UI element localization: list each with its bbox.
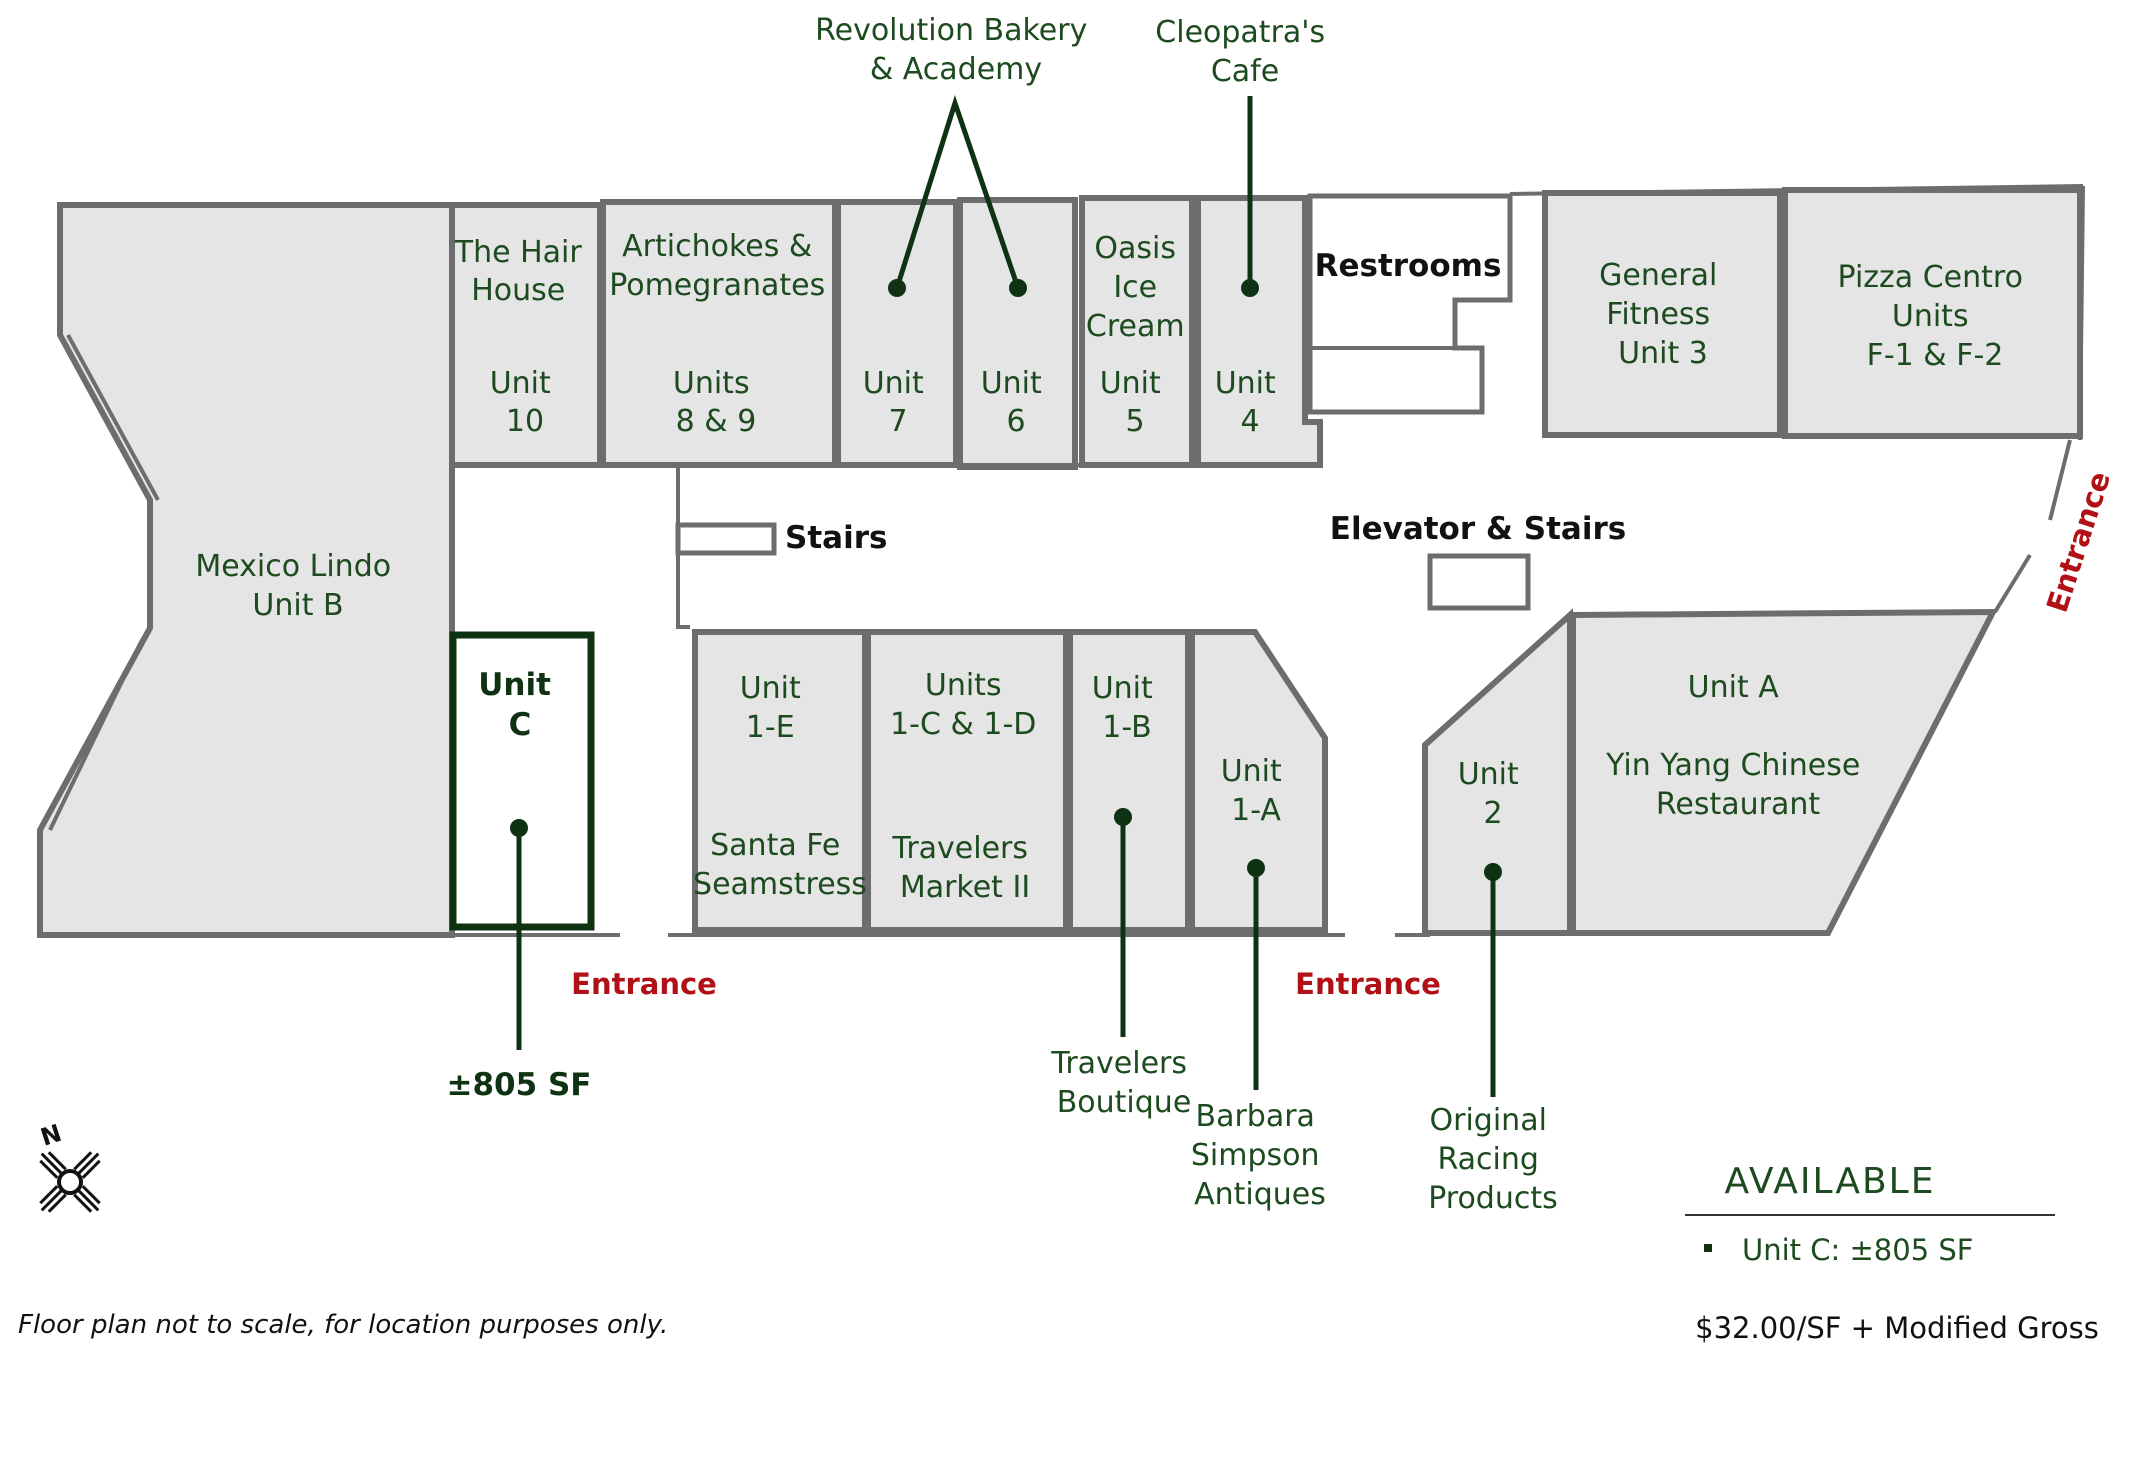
east-door-upper [2048,439,2072,521]
unit-1-b[interactable] [1067,629,1191,933]
unit-1-a[interactable] [1189,629,1328,933]
mexico-lindo-window-lower [48,639,144,831]
entrance-label-east: Entrance [2040,467,2117,616]
legend-item-unit-c: Unit C: ±805 SF [1742,1233,1973,1267]
entrance-label-south: Entrance [1295,967,1441,1001]
unit-4-label: Unit 4 [1215,366,1286,439]
unit-1-b-label: Unit 1-B [1092,671,1163,745]
unit-1-c-1-d-label: Units 1-C & 1-D Travelers Market II [890,668,1046,905]
revolution-bakery-callout: Revolution Bakery & Academy [815,13,1097,87]
original-racing-callout: Original Racing Products [1428,1103,1558,1216]
unit-a-label: Unit A Yin Yang Chinese Restaurant [1605,670,1870,822]
stairs-label: Stairs [785,520,887,556]
unit-c-size-callout: ±805 SF [447,1067,592,1103]
unit-c-label: Unit C [478,667,561,743]
unit-a-yin-yang[interactable] [1570,608,1998,936]
bakery-dot-unit6 [1009,279,1027,297]
oasis-label: Oasis Ice Cream Unit 5 [1086,231,1194,439]
restrooms-label: Restrooms [1315,248,1502,284]
unit-7-label: Unit 7 [863,366,934,439]
stair-corridor-wall [676,468,690,629]
unit-c-available[interactable] [449,631,595,931]
unit-1-e-label: Unit 1-E Santa Fe Seamstress [693,671,867,902]
east-door-lower [1993,553,2032,614]
bakery-dot-unit7 [888,279,906,297]
antiques-dot [1247,859,1265,877]
barbara-simpson-callout: Barbara Simpson Antiques [1191,1099,1329,1212]
hair-house-label: The Hair House Unit 10 [454,235,592,439]
mexico-lindo-window-upper [66,334,160,501]
elevator-stairs-label: Elevator & Stairs [1330,511,1626,547]
racing-dot [1484,863,1502,881]
unit-2-label: Unit 2 [1458,757,1529,831]
bakery-leader [894,94,1021,289]
boutique-dot [1114,808,1132,826]
stairs-box [675,522,777,556]
entrance-label-west: Entrance [571,967,717,1001]
compass-icon [39,1151,101,1213]
cleopatra-dot [1241,279,1259,297]
travelers-boutique-callout: Travelers Boutique [1050,1046,1196,1120]
compass-north-label: N [37,1119,65,1152]
legend-title: AVAILABLE [1725,1161,1936,1202]
unit-1-a-label: Unit 1-A [1221,754,1292,828]
restrooms [1307,193,1513,415]
legend-bullet-icon [1704,1244,1712,1252]
pizza-centro-label: Pizza Centro Units F-1 & F-2 [1838,260,2033,373]
artichokes-label: Artichokes & Pomegranates Units 8 & 9 [609,229,835,439]
elevator-box [1427,553,1531,611]
disclaimer-note: Floor plan not to scale, for location pu… [18,1310,668,1340]
unit-10-hair-house[interactable] [449,202,603,468]
mexico-lindo-label: Mexico Lindo Unit B [195,549,400,623]
unit-1-c-1-d[interactable] [865,629,1069,933]
general-fitness-label: General Fitness Unit 3 [1599,258,1727,371]
legend-price: $32.00/SF + Modified Gross [1695,1311,2099,1345]
unit-c-dot [510,819,528,837]
cleopatras-callout: Cleopatra's Cafe [1155,15,1334,89]
east-wall [2078,185,2085,441]
unit-6-label: Unit 6 [981,366,1052,439]
unit-3-general-fitness[interactable] [1542,190,1783,438]
